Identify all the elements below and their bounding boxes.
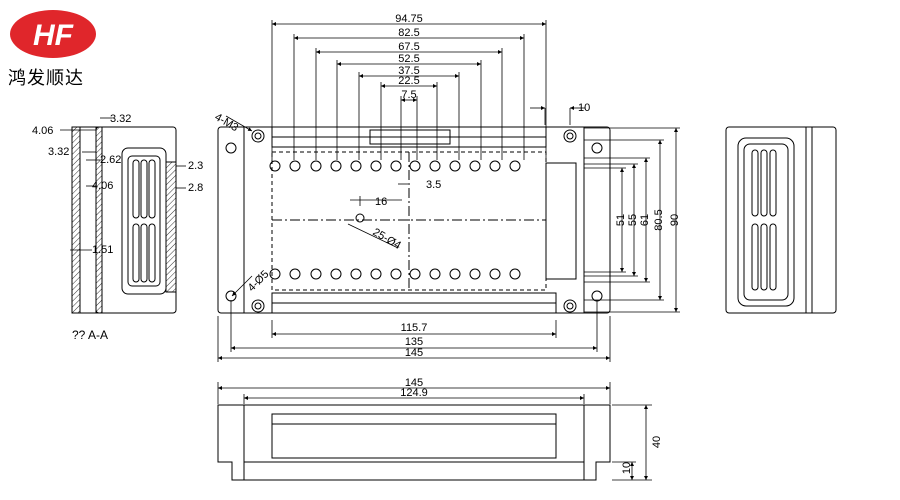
dimension-label: 7.5 xyxy=(401,89,416,101)
dimension-label: 52.5 xyxy=(398,53,419,65)
bot-dim-40: 40 xyxy=(651,436,663,448)
dimension-label: 90 xyxy=(669,214,681,226)
terminal-pin xyxy=(269,268,281,280)
front-view xyxy=(217,126,611,314)
label-pins: 25-Ø4 xyxy=(371,226,403,252)
section-dims: 4.06 3.32 3.32 2.62 2.3 4.06 2.8 1.51 ??… xyxy=(32,113,203,342)
section-leaders xyxy=(60,117,186,251)
section-view xyxy=(71,126,177,314)
terminal-pin xyxy=(409,268,421,280)
bot-dim-145: 145 xyxy=(405,377,423,389)
sec-dim-1: 3.32 xyxy=(110,113,131,125)
dimension-label: 80.5 xyxy=(653,209,665,230)
bottom-width-dimensions xyxy=(217,300,611,362)
label-pitch: 16 xyxy=(375,196,387,208)
terminal-pins-bottom xyxy=(269,268,521,280)
dim-145: 145 xyxy=(405,347,423,359)
terminal-pin xyxy=(489,160,501,172)
label-holes-d5: 4-Ø5 xyxy=(246,268,272,294)
terminal-pin xyxy=(330,268,342,280)
terminal-pin xyxy=(509,268,521,280)
dimension-label: 22.5 xyxy=(398,75,419,87)
sec-dim-4: 2.3 xyxy=(188,160,203,172)
brand-logo: HF xyxy=(10,10,96,58)
terminal-pin xyxy=(509,160,521,172)
logo-text: HF xyxy=(33,19,74,52)
dim-135: 135 xyxy=(405,336,423,348)
terminal-pin xyxy=(489,268,501,280)
dimension-label: 94.75 xyxy=(395,13,423,25)
top-width-dimensions: 94.75 82.5 67.552.537.522.5 7.5 xyxy=(271,13,547,160)
terminal-pin xyxy=(449,160,461,172)
brand-name: 鸿发顺达 xyxy=(8,68,84,89)
dimension-label: 55 xyxy=(627,214,639,226)
terminal-pin xyxy=(390,160,402,172)
terminal-pin xyxy=(429,268,441,280)
front-callouts xyxy=(225,106,585,297)
terminal-pin xyxy=(350,268,362,280)
bottom-width-labels: 115.7 135 145 xyxy=(401,322,428,359)
dimension-label: 51 xyxy=(615,214,627,226)
terminal-pin xyxy=(409,160,421,172)
sec-dim-0: 4.06 xyxy=(32,125,53,137)
bot-dim-124-9: 124.9 xyxy=(400,387,428,399)
terminal-pin xyxy=(289,268,301,280)
bottom-view-labels: 145 124.9 40 10 xyxy=(400,377,663,474)
terminal-pin xyxy=(390,268,402,280)
terminal-pin xyxy=(449,268,461,280)
section-caption: ?? A-A xyxy=(72,328,108,342)
sec-dim-6: 2.8 xyxy=(188,182,203,194)
bottom-view-dims xyxy=(217,382,652,481)
label-offset: 3.5 xyxy=(426,179,441,191)
terminal-pin xyxy=(310,160,322,172)
label-holes-m3: 4-M3 xyxy=(213,111,241,134)
terminal-pin xyxy=(469,160,481,172)
sec-dim-7: 1.51 xyxy=(92,244,113,256)
terminal-pin xyxy=(289,160,301,172)
terminal-pin xyxy=(429,160,441,172)
terminal-pin xyxy=(269,160,281,172)
terminal-pin xyxy=(350,160,362,172)
terminal-pin xyxy=(330,160,342,172)
dimension-label: 67.5 xyxy=(398,41,419,53)
side-view xyxy=(725,126,837,314)
terminal-pin xyxy=(469,268,481,280)
dimension-label: 82.5 xyxy=(398,27,419,39)
dim-115-7: 115.7 xyxy=(401,322,428,334)
dimension-label: 37.5 xyxy=(398,65,419,77)
sec-dim-5: 4.06 xyxy=(92,180,113,192)
bot-dim-10: 10 xyxy=(621,462,633,474)
terminal-pins-top xyxy=(269,160,521,172)
bottom-view xyxy=(217,404,611,481)
terminal-pin xyxy=(370,268,382,280)
terminal-pin xyxy=(370,160,382,172)
terminal-pin xyxy=(310,268,322,280)
sec-dim-2: 3.32 xyxy=(48,146,69,158)
dimension-label: 61 xyxy=(639,214,651,226)
label-top-right: 10 xyxy=(578,102,590,114)
sec-dim-3: 2.62 xyxy=(100,154,121,166)
